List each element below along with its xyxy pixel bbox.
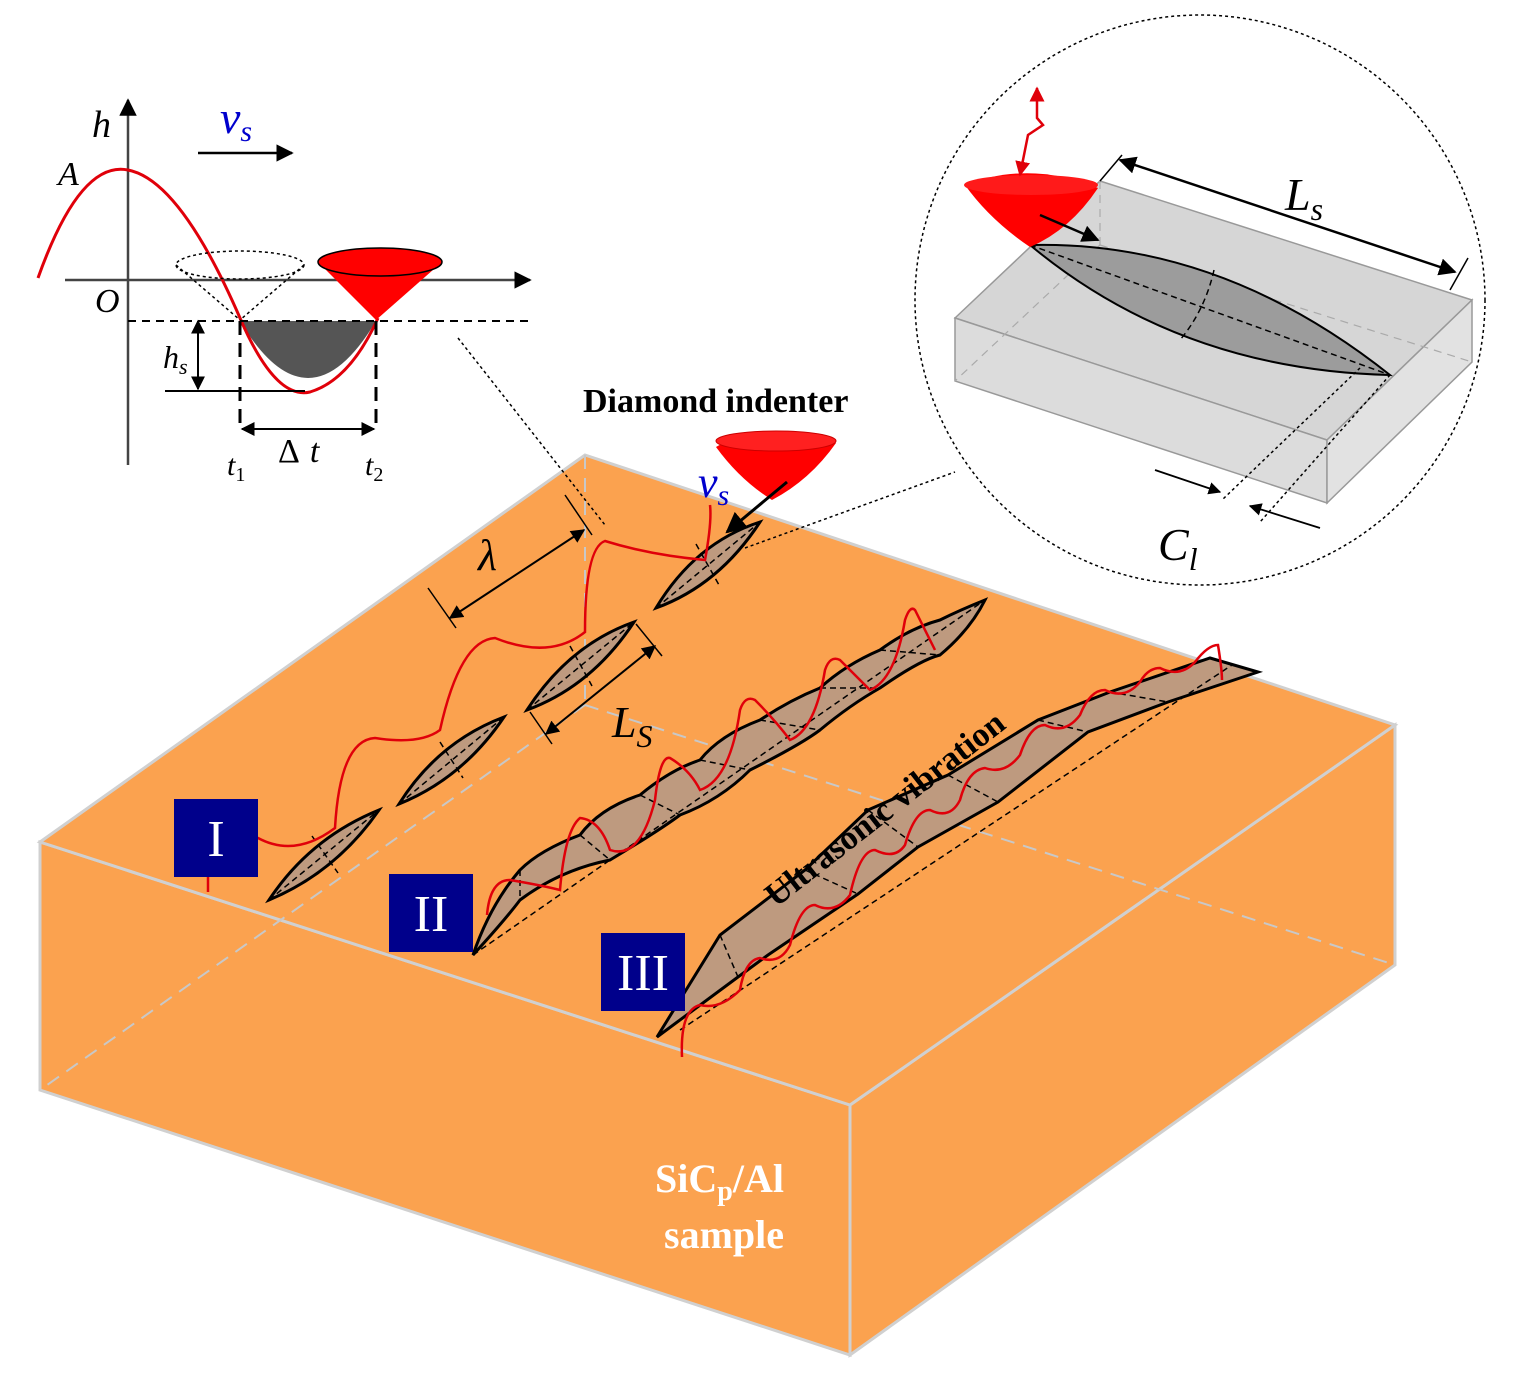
graph-amplitude-label: A (56, 156, 79, 193)
svg-text:SiCp/Al: SiCp/Al (655, 1156, 784, 1207)
indenter-feed-arrow (725, 480, 788, 534)
vibration-wave-II (485, 607, 937, 916)
sample-label-sub: p (717, 1176, 733, 1207)
sample-label-sic: SiC (655, 1156, 717, 1201)
svg-text:vs: vs (698, 458, 729, 512)
sample-label-line2: sample (664, 1212, 784, 1257)
inset-length-sub: s (1311, 191, 1323, 227)
svg-text:I: I (207, 811, 224, 868)
svg-text:Δt: Δt (278, 433, 321, 470)
ultrasonic-vibration-icon (1015, 86, 1045, 177)
svg-text:III: III (617, 945, 669, 1002)
mode-badge-III: III (601, 933, 685, 1011)
wavelength-dimension: λ (427, 494, 593, 629)
graph-depth-sub: s (179, 354, 188, 379)
svg-text:II: II (414, 886, 449, 943)
leader-line-inset (744, 471, 956, 549)
inset-width-sub: l (1189, 541, 1198, 577)
sample-label-al: /Al (732, 1156, 784, 1201)
graph-t2-sub: 2 (373, 464, 383, 486)
scratch-row-III (655, 643, 1264, 1058)
main-speed-symbol: v (698, 458, 718, 507)
graph-indenter-icon (317, 247, 443, 320)
leader-line-graph (457, 337, 606, 526)
main-length-symbol: L (611, 698, 636, 747)
graph-h-label: h (92, 104, 111, 146)
main-length-sub: S (636, 718, 652, 754)
inset-length-arrow (1118, 156, 1457, 276)
inset-length-symbol: L (1284, 169, 1311, 220)
svg-text:Cl: Cl (1158, 519, 1198, 577)
svg-text:t2: t2 (365, 449, 383, 486)
indenter-outline-previous (175, 250, 305, 321)
vibration-wave-III (680, 643, 1224, 1058)
scratch-length-dimension: LS (529, 623, 663, 754)
graph-speed-symbol: v (220, 92, 241, 143)
groove-III (655, 656, 1264, 1039)
inset-width-arrow-left (1154, 469, 1222, 495)
graph-depth-symbol: h (163, 339, 179, 375)
graph-t1-symbol: t (227, 449, 236, 482)
detail-inset: Ls Cl (914, 14, 1486, 586)
mode-badge-II: II (389, 874, 473, 952)
indenter-label: Diamond indenter (583, 383, 848, 420)
scratch-row-II (471, 597, 989, 957)
graph-t2-symbol: t (365, 449, 374, 482)
inset-width-arrow-right (1248, 503, 1321, 529)
graph-t1-sub: 1 (235, 464, 245, 486)
svg-text:t1: t1 (227, 449, 245, 486)
main-speed-sub: s (718, 479, 730, 512)
svg-text:LS: LS (611, 698, 652, 754)
inset-feed-arrow (1039, 213, 1100, 242)
penetration-area (240, 321, 376, 378)
svg-text:Ls: Ls (1284, 169, 1323, 227)
graph-speed-sub: s (240, 115, 252, 148)
inset-indenter-icon (964, 173, 1098, 247)
inset-width-symbol: C (1158, 519, 1190, 570)
vibration-wave-I (206, 504, 712, 892)
svg-text:vs: vs (220, 92, 252, 148)
diamond-indenter (715, 430, 837, 500)
vibration-curve (36, 167, 380, 395)
mode-badge-I: I (174, 799, 258, 877)
graph-delta-t: t (310, 433, 321, 470)
svg-text:hs: hs (163, 339, 188, 379)
graph-origin-label: O (95, 283, 120, 320)
wavelength-label: λ (476, 531, 497, 580)
graph-delta-symbol: Δ (278, 433, 300, 470)
